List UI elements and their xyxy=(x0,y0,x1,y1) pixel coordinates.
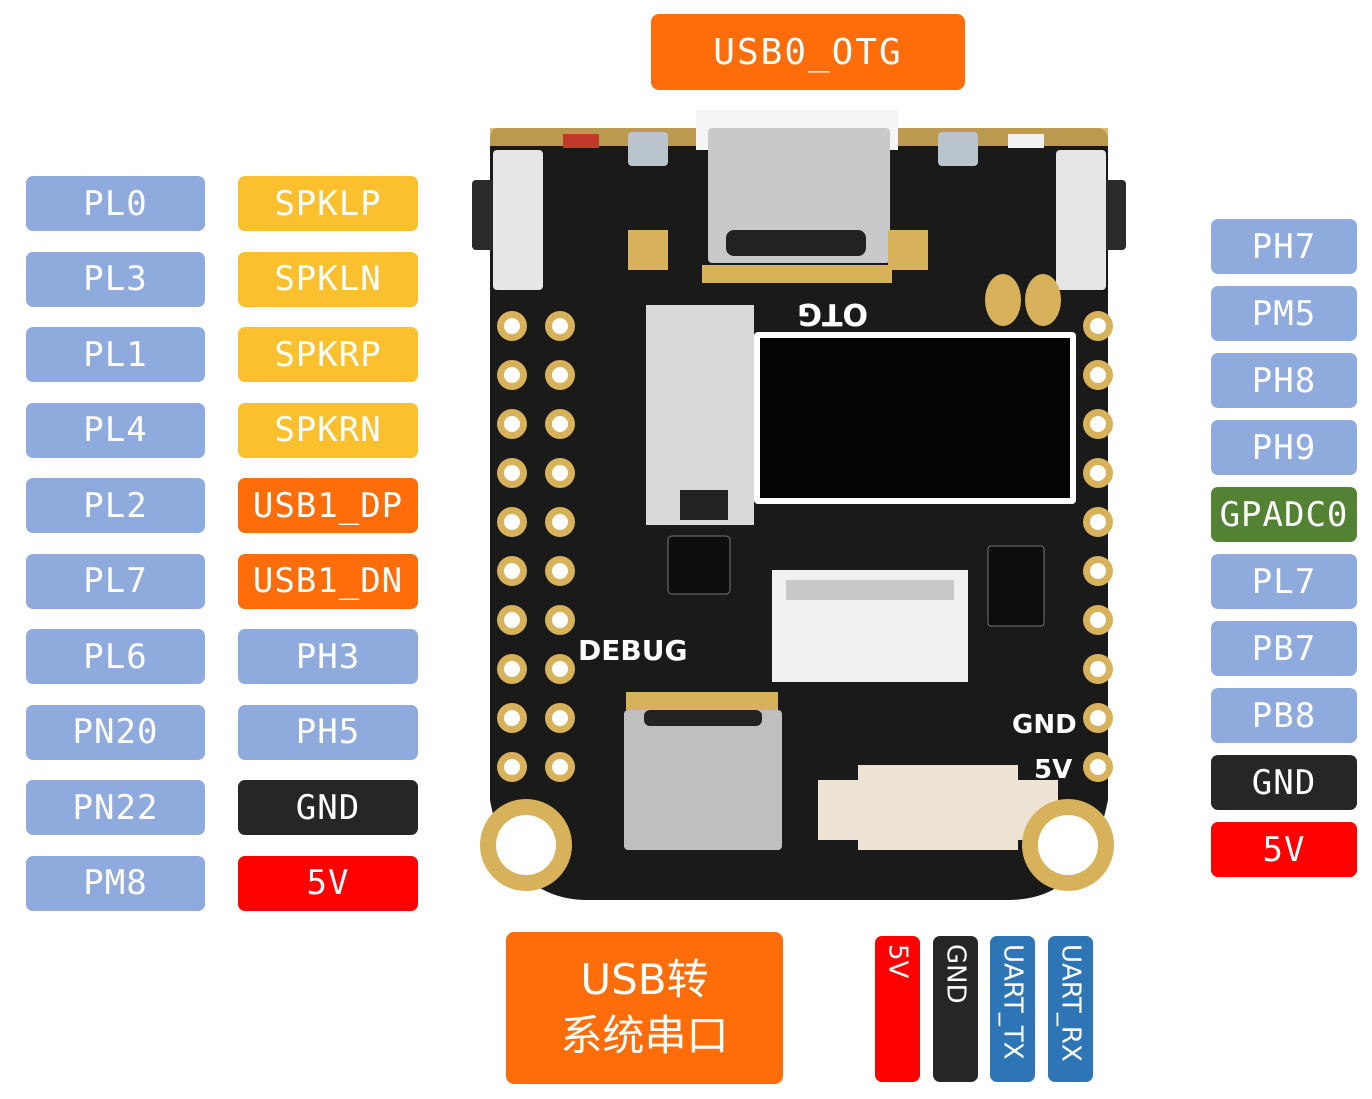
pcb-board: OTG DEBUG GND 5V xyxy=(472,110,1126,900)
header-pad-hole xyxy=(552,514,568,530)
pin-label-pn20: PN20 xyxy=(26,704,205,760)
header-pad-hole xyxy=(552,416,568,432)
header-pad-hole xyxy=(1090,612,1106,628)
header-pad-hole xyxy=(1090,514,1106,530)
header-pad-hole xyxy=(1090,563,1106,579)
pin-label-ph5: PH5 xyxy=(238,704,418,760)
bottom-pin-label: UART_RX xyxy=(1055,944,1086,1062)
pin-label-pl3: PL3 xyxy=(26,251,205,307)
header-pad-hole xyxy=(1090,465,1106,481)
header-pad-hole xyxy=(504,563,520,579)
pin-label-5v: 5V xyxy=(238,855,418,911)
pin-label-usb1_dn: USB1_DN xyxy=(238,553,418,609)
pin-label-usb1_dp: USB1_DP xyxy=(238,478,418,533)
right-side-button xyxy=(1100,180,1126,250)
bottom-pin-label: UART_TX xyxy=(997,944,1028,1060)
header-pad-hole xyxy=(552,759,568,775)
pin-label-ph3: PH3 xyxy=(238,629,418,684)
pin-label-pl4: PL4 xyxy=(26,402,205,458)
debug-silkscreen: DEBUG xyxy=(578,634,687,667)
left-side-button xyxy=(472,180,498,250)
header-pad-hole xyxy=(504,367,520,383)
header-pad-hole xyxy=(504,612,520,628)
header-pad-hole xyxy=(552,710,568,726)
usb0-otg-label: USB0_OTG xyxy=(651,14,965,90)
pin-label-ph8: PH8 xyxy=(1211,353,1357,408)
5v-silkscreen: 5V xyxy=(1034,755,1072,785)
bottom-pin-gnd: GND xyxy=(933,936,978,1082)
gnd-silkscreen: GND xyxy=(1012,710,1077,740)
pin-label-pb7: PB7 xyxy=(1211,621,1357,676)
bottom-pin-uart-rx: UART_RX xyxy=(1048,936,1093,1082)
bottom-pin-uart-tx: UART_TX xyxy=(990,936,1035,1082)
header-pad-hole xyxy=(504,514,520,530)
header-pad-hole xyxy=(552,367,568,383)
pin-label-pl7: PL7 xyxy=(26,553,205,609)
header-pad-hole xyxy=(1090,759,1106,775)
otg-silkscreen: OTG xyxy=(797,296,868,331)
pin-label-ph9: PH9 xyxy=(1211,420,1357,475)
header-pad-hole xyxy=(1090,318,1106,334)
microsd-slot xyxy=(646,305,754,525)
usb-serial-label-line2: 系统串口 xyxy=(560,1011,729,1060)
header-pad-hole xyxy=(552,661,568,677)
pin-label-spkrn: SPKRN xyxy=(238,402,418,458)
bottom-pin-label: 5V xyxy=(882,944,913,979)
pin-label-pm8: PM8 xyxy=(26,855,205,911)
header-pad-hole xyxy=(1090,416,1106,432)
header-pad-hole xyxy=(1090,710,1106,726)
ic-chip-left xyxy=(667,535,731,595)
header-pad-hole xyxy=(552,318,568,334)
pin-label-spkrp: SPKRP xyxy=(238,327,418,382)
header-pad-hole xyxy=(504,661,520,677)
ic-chip-right xyxy=(987,545,1045,627)
header-pad-hole xyxy=(1090,661,1106,677)
pin-label-spklp: SPKLP xyxy=(238,176,418,231)
header-pad-hole xyxy=(504,759,520,775)
usb-serial-label-line1: USB转 xyxy=(580,955,709,1004)
usb-serial-label: USB转 系统串口 xyxy=(506,932,783,1084)
pin-label-pl7: PL7 xyxy=(1211,554,1357,609)
bottom-pin-label: GND xyxy=(940,944,971,1004)
bottom-pin-5v: 5V xyxy=(875,936,920,1082)
header-pad-hole xyxy=(504,465,520,481)
header-pad-hole xyxy=(552,465,568,481)
pin-label-pm5: PM5 xyxy=(1211,286,1357,341)
header-pad-hole xyxy=(552,563,568,579)
pin-label-gnd: GND xyxy=(1211,755,1357,810)
pin-label-pn22: PN22 xyxy=(26,780,205,835)
header-pad-hole xyxy=(504,318,520,334)
pin-label-pl0: PL0 xyxy=(26,176,205,231)
pin-label-pl2: PL2 xyxy=(26,478,205,533)
pin-label-5v: 5V xyxy=(1211,822,1357,877)
header-pad-hole xyxy=(552,612,568,628)
pin-label-pb8: PB8 xyxy=(1211,688,1357,743)
header-pads xyxy=(497,311,1113,782)
header-pad-hole xyxy=(1090,367,1106,383)
usb0-otg-connector xyxy=(696,110,898,283)
pin-label-spkln: SPKLN xyxy=(238,251,418,307)
header-pad-hole xyxy=(504,710,520,726)
pin-label-gnd: GND xyxy=(238,780,418,835)
pin-label-pl1: PL1 xyxy=(26,327,205,382)
usb-serial-connector xyxy=(624,692,782,850)
pin-label-gpadc0: GPADC0 xyxy=(1211,487,1357,542)
pin-label-ph7: PH7 xyxy=(1211,219,1357,274)
header-pad-hole xyxy=(504,416,520,432)
pin-label-pl6: PL6 xyxy=(26,629,205,684)
uart-connector xyxy=(818,765,1058,850)
